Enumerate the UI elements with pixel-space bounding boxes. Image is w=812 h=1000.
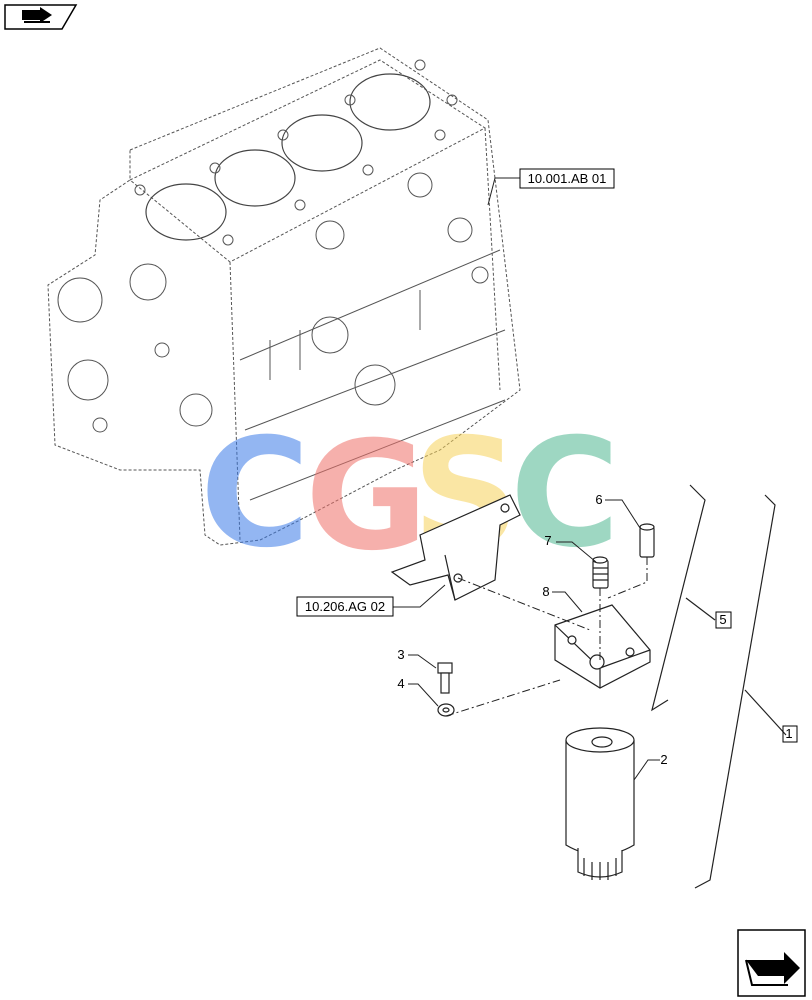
fitting-6 [639, 523, 655, 558]
callout-5: 5 [719, 612, 726, 627]
watermark-letter-2: G [305, 410, 428, 584]
ref-engine-block-label: 10.001.AB 01 [528, 171, 607, 186]
callout-6: 6 [595, 492, 602, 507]
ref-box-engine-block[interactable]: 10.001.AB 01 [519, 168, 615, 189]
assembly-brackets [651, 484, 787, 889]
book-arrow-icon[interactable] [4, 4, 78, 30]
callout-1-box [782, 725, 798, 743]
next-page-arrow-icon[interactable] [737, 929, 806, 997]
ref-box-bracket[interactable]: 10.206.AG 02 [296, 596, 394, 617]
cylinder-bores [145, 73, 431, 241]
watermark: C G S C [200, 407, 620, 584]
ref-bracket-label: 10.206.AG 02 [305, 599, 385, 614]
callout-2: 2 [660, 752, 667, 767]
callout-7: 7 [544, 533, 551, 548]
engine-block [47, 47, 521, 546]
callout-5-box [715, 611, 732, 629]
callout-4: 4 [397, 676, 404, 691]
assembly-lines [445, 557, 648, 717]
leader-lines [393, 177, 660, 781]
callout-8: 8 [542, 584, 549, 599]
watermark-letter-4: C [510, 407, 620, 581]
callout-3: 3 [397, 647, 404, 662]
filter-head [554, 604, 651, 689]
bolt-3 [437, 662, 453, 694]
mounting-bracket [390, 494, 521, 601]
watermark-letter-1: C [200, 407, 310, 581]
fuel-filter [565, 727, 635, 880]
block-details [57, 59, 506, 501]
callout-1: 1 [785, 726, 792, 741]
